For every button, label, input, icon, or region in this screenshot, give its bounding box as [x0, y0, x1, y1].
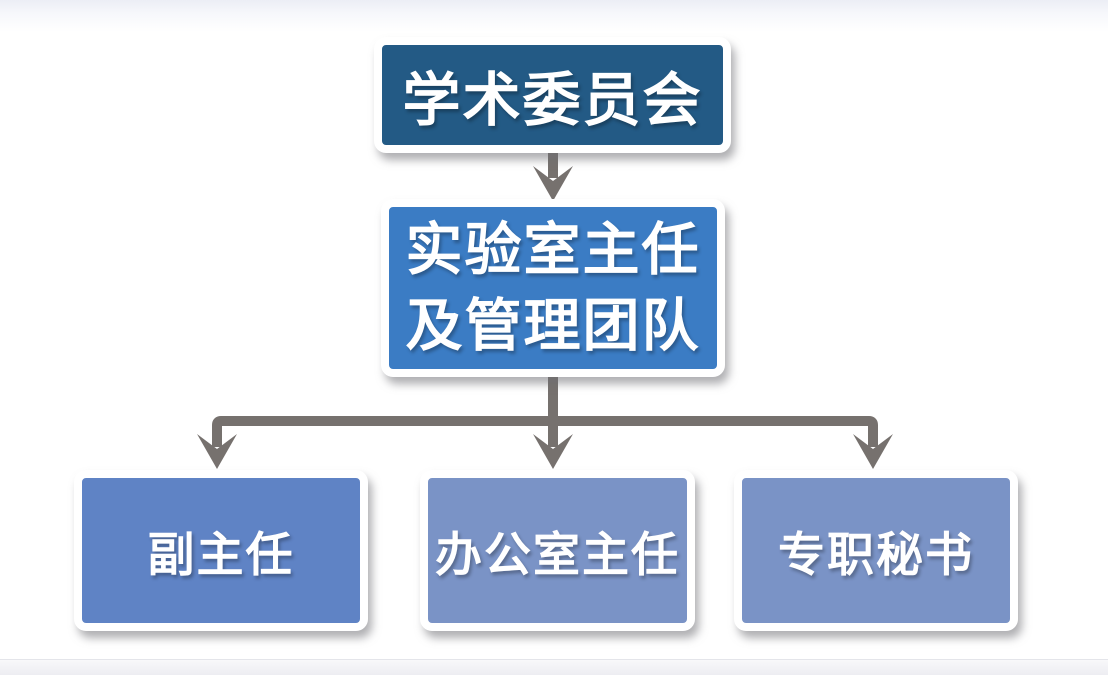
- node-secretary: 专职秘书: [734, 470, 1018, 631]
- arrowhead-committee-to-director: [533, 166, 573, 201]
- node-secretary-label: 专职秘书: [778, 528, 974, 583]
- node-lab-director-team-label: 实验室主任 及管理团队: [405, 217, 701, 359]
- arrowhead-to-secretary: [853, 434, 893, 469]
- node-academic-committee: 学术委员会: [374, 37, 731, 153]
- connector-director-to-subordinates: [212, 371, 878, 447]
- node-deputy-director-label: 副主任: [147, 528, 295, 583]
- bottom-gradient-band: [0, 659, 1108, 675]
- node-deputy-director: 副主任: [74, 470, 368, 631]
- top-gradient-band: [0, 0, 1108, 32]
- arrowhead-to-office: [533, 434, 573, 469]
- node-academic-committee-label: 学术委员会: [402, 66, 703, 134]
- arrowhead-to-deputy: [197, 434, 237, 469]
- node-office-director: 办公室主任: [420, 470, 695, 631]
- node-lab-director-team: 实验室主任 及管理团队: [381, 199, 725, 377]
- node-office-director-label: 办公室主任: [435, 528, 680, 583]
